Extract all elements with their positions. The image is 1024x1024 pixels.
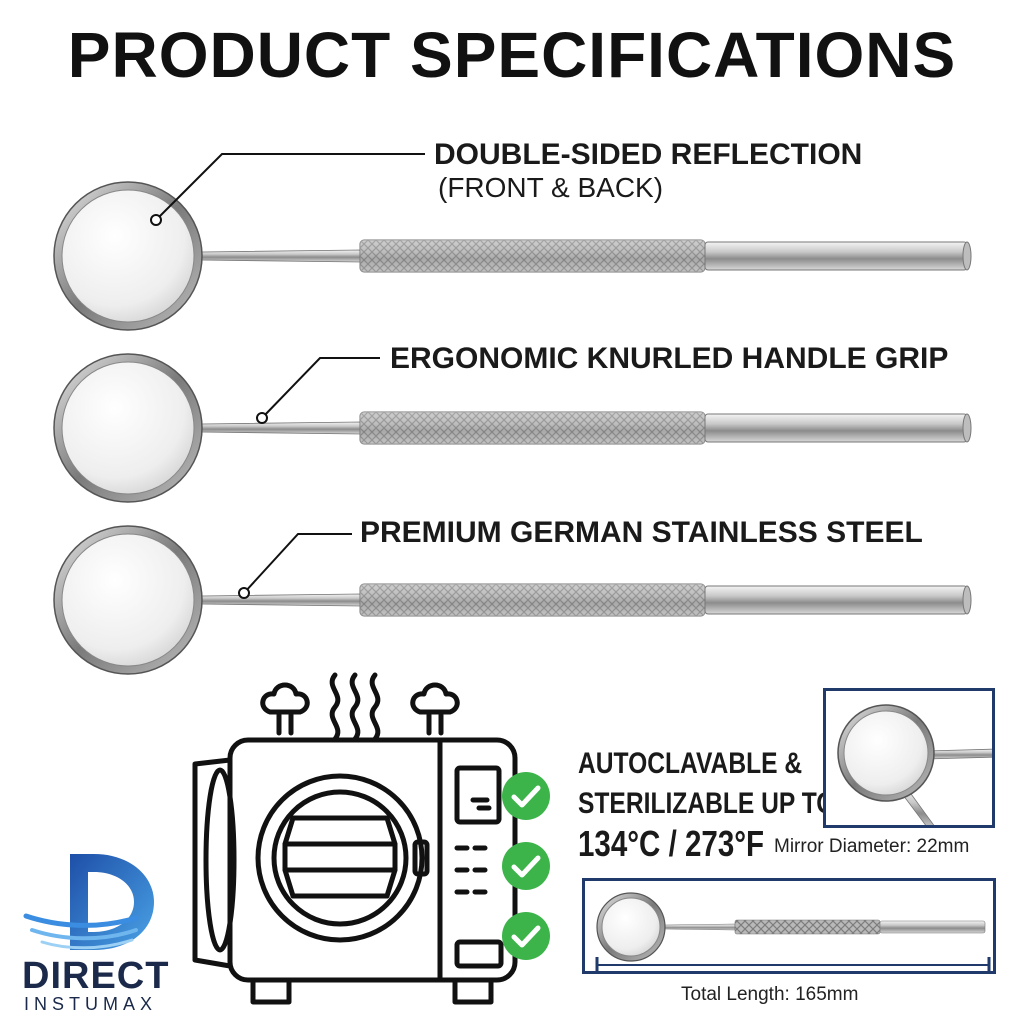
callout-steel: PREMIUM GERMAN STAINLESS STEEL [360, 516, 923, 549]
checkmark-icon [502, 772, 550, 820]
checkmark-icon [502, 842, 550, 890]
mirror-icon [595, 892, 991, 971]
mirror-icon [53, 181, 972, 331]
autoclave-line-1: AUTOCLAVABLE & [578, 747, 803, 780]
steam-icon [410, 682, 460, 736]
autoclave-text: AUTOCLAVABLE & STERILIZABLE UP TO 134°C … [578, 744, 835, 864]
mirror-diameter-label: Mirror Diameter: 22mm [774, 836, 970, 857]
brand-name: DIRECT [22, 955, 170, 997]
brand-subtitle: INSTUMAX [24, 994, 158, 1014]
total-length-label: Total Length: 165mm [681, 984, 859, 1005]
mirror-icon [837, 704, 992, 825]
total-length-box [582, 878, 996, 974]
autoclave-temperature: 134°C / 273°F [578, 823, 765, 864]
page-title: PRODUCT SPECIFICATIONS [67, 19, 957, 91]
mirror-diameter-box [823, 688, 995, 828]
callout-reflection-sub: (FRONT & BACK) [438, 172, 664, 203]
instruments-illustration [53, 153, 972, 675]
autoclave-line-2: STERILIZABLE UP TO [578, 787, 836, 820]
brand-logo-icon [23, 854, 154, 950]
mirror-icon [53, 353, 972, 503]
steam-icon [329, 672, 381, 742]
autoclave-icon [192, 672, 518, 1005]
steam-icon [260, 682, 310, 736]
checkmark-icon [502, 912, 550, 960]
callout-reflection: DOUBLE-SIDED REFLECTION [434, 138, 863, 171]
callout-handle: ERGONOMIC KNURLED HANDLE GRIP [390, 342, 949, 375]
